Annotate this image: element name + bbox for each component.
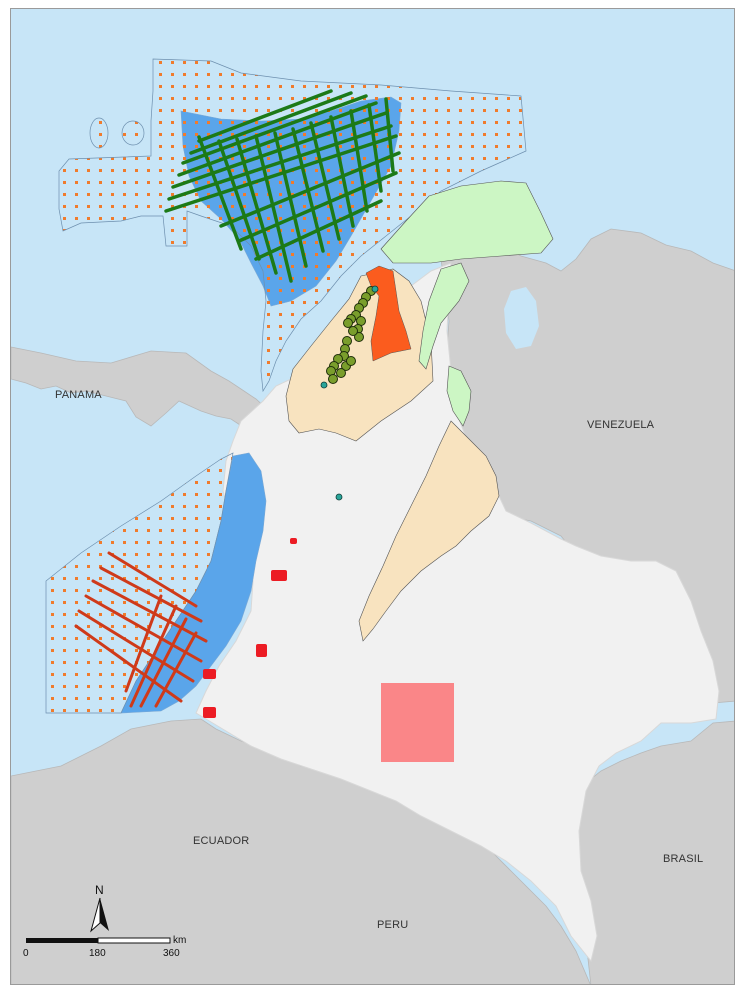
red-block-2[interactable] — [271, 570, 287, 581]
green-seismic-line — [309, 121, 341, 241]
red-seismic-line — [154, 631, 198, 708]
label-ecuador: ECUADOR — [193, 835, 249, 847]
cesar-basin — [418, 262, 470, 370]
pink-block[interactable] — [381, 683, 454, 762]
green-well[interactable] — [336, 368, 346, 378]
red-seismic-line — [107, 551, 198, 608]
red-block-5[interactable] — [203, 707, 216, 718]
green-well-cluster — [326, 286, 376, 384]
green-seismic-line — [235, 137, 278, 275]
scale-tick-0: 0 — [23, 948, 29, 959]
map-frame: PANAMA VENEZUELA ECUADOR PERU BRASIL N k… — [10, 8, 735, 985]
red-seismic-line — [91, 579, 208, 643]
green-seismic-line — [291, 127, 325, 253]
red-seismic-lines — [74, 551, 208, 708]
green-seismic-line — [181, 94, 368, 165]
north-label: N — [95, 883, 104, 897]
maracaibo-lake — [504, 287, 539, 349]
green-seismic-lines — [164, 89, 401, 283]
panama-landmass — [11, 346, 270, 430]
green-seismic-line — [367, 103, 383, 193]
perija-strip — [446, 365, 472, 427]
cyan-well-2[interactable] — [320, 381, 328, 389]
cyan-well-1[interactable] — [371, 285, 379, 293]
green-seismic-line — [217, 139, 261, 261]
island-dotted-area-1 — [89, 117, 109, 149]
cyan-well-3[interactable] — [335, 493, 343, 501]
red-seismic-line — [99, 566, 203, 623]
pacific-dotted-area — [45, 452, 234, 714]
guajira-basin — [380, 180, 554, 264]
green-seismic-line — [273, 131, 308, 268]
green-seismic-line — [329, 115, 355, 228]
green-well[interactable] — [354, 332, 364, 342]
red-seismic-line — [129, 604, 178, 708]
green-well[interactable] — [348, 326, 358, 336]
red-block-1[interactable] — [290, 538, 297, 544]
scale-unit: km — [173, 935, 186, 946]
green-seismic-line — [254, 134, 293, 283]
red-block-3[interactable] — [256, 644, 267, 657]
red-blocks — [203, 538, 297, 718]
dotted-offshore-areas — [45, 58, 527, 714]
red-seismic-line — [74, 624, 183, 703]
north-arrow-icon: N — [90, 883, 109, 933]
label-venezuela: VENEZUELA — [587, 419, 655, 431]
green-well[interactable] — [346, 356, 356, 366]
green-well[interactable] — [343, 318, 353, 328]
green-seismic-line — [219, 151, 401, 228]
label-peru: PERU — [377, 919, 408, 931]
red-seismic-line — [84, 594, 203, 663]
scale-tick-360: 360 — [163, 948, 180, 959]
red-seismic-line — [139, 617, 188, 708]
scale-bar: km 0 180 360 — [23, 935, 186, 959]
green-seismic-line — [349, 109, 369, 213]
scale-tick-180: 180 — [89, 948, 106, 959]
onshore-basins — [285, 180, 554, 642]
green-seismic-line — [197, 89, 333, 143]
label-brasil: BRASIL — [663, 853, 703, 865]
caribbean-dotted-area — [58, 58, 527, 393]
red-block-4[interactable] — [203, 669, 216, 679]
green-seismic-line — [384, 97, 395, 173]
green-seismic-line — [189, 91, 353, 155]
green-well[interactable] — [328, 374, 338, 384]
green-seismic-line — [197, 135, 243, 251]
island-dotted-area-2 — [121, 120, 145, 146]
label-panama: PANAMA — [55, 389, 102, 401]
upper-magdalena-basin — [358, 420, 500, 642]
red-seismic-line — [124, 594, 163, 693]
red-seismic-line — [77, 609, 195, 683]
map-canvas[interactable]: PANAMA VENEZUELA ECUADOR PERU BRASIL N k… — [11, 9, 735, 985]
